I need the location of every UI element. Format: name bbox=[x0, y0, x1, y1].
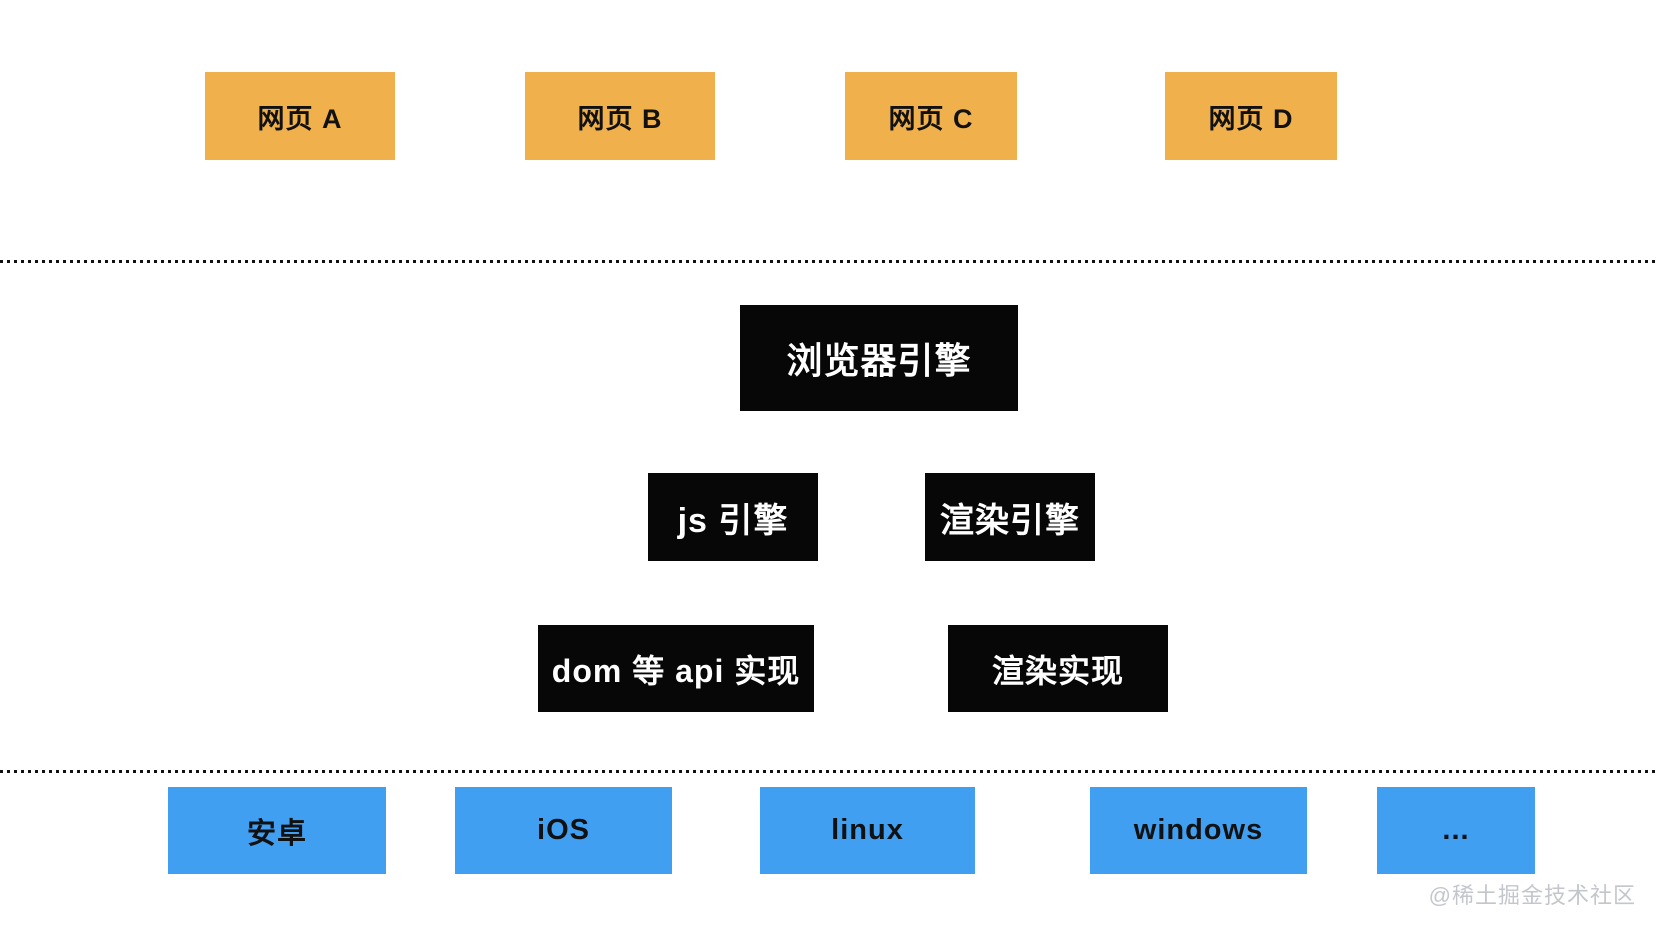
juejin-watermark: @稀土掘金技术社区 bbox=[1428, 883, 1636, 908]
webpage-a-box: 网页 A bbox=[205, 72, 395, 160]
render-implementation-box: 渲染实现 bbox=[948, 625, 1168, 712]
webpage-d-box: 网页 D bbox=[1165, 72, 1337, 160]
platform-ios-box: iOS bbox=[455, 787, 672, 874]
dom-api-implementation-box: dom 等 api 实现 bbox=[538, 625, 814, 712]
browser-engine-box: 浏览器引擎 bbox=[740, 305, 1018, 411]
divider-bottom-dotted-line bbox=[0, 770, 1656, 773]
webpage-c-box: 网页 C bbox=[845, 72, 1017, 160]
platform-linux-box: linux bbox=[760, 787, 975, 874]
divider-top-dotted-line bbox=[0, 260, 1656, 263]
webpage-b-box: 网页 B bbox=[525, 72, 715, 160]
platform-ellipsis-box: ... bbox=[1377, 787, 1535, 874]
js-engine-box: js 引擎 bbox=[648, 473, 818, 561]
platform-windows-box: windows bbox=[1090, 787, 1307, 874]
render-engine-box: 渲染引擎 bbox=[925, 473, 1095, 561]
platform-android-box: 安卓 bbox=[168, 787, 386, 874]
